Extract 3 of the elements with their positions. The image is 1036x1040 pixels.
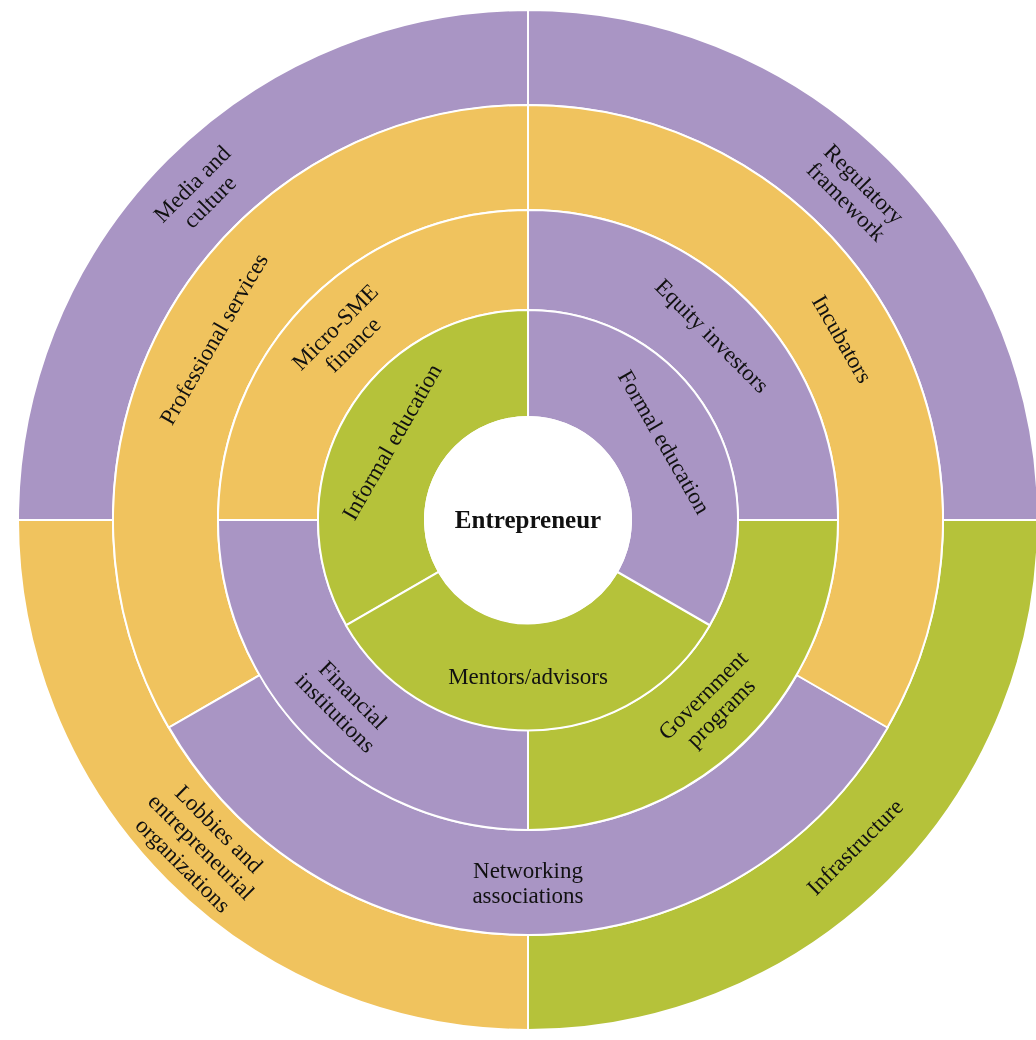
segment-label: Networking associations: [471, 857, 585, 908]
segment-label: Mentors/advisors: [447, 663, 609, 690]
center-label: Entrepreneur: [453, 506, 603, 534]
